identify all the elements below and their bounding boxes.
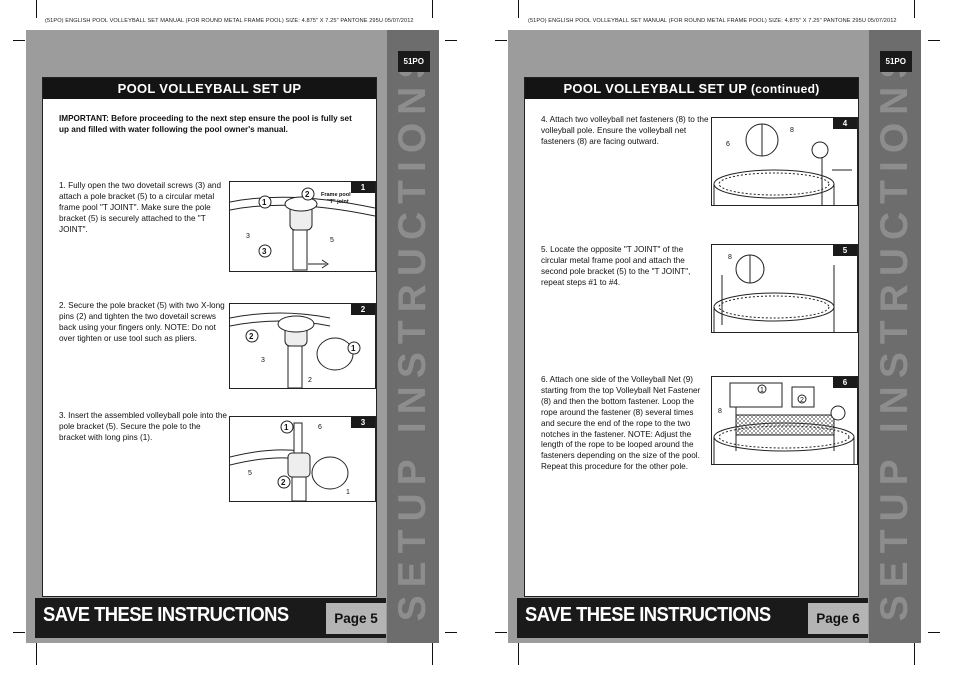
- callout-number: 2: [800, 397, 804, 404]
- sidebar: SETUP INSTRUCTIONS 51PO: [869, 30, 921, 643]
- step-1-text: Fully open the two dovetail screws (3) a…: [59, 181, 222, 234]
- callout-number: 1: [262, 198, 267, 207]
- step-5: 5. Locate the opposite "T JOINT" of the …: [541, 245, 691, 287]
- print-header-left: (51PO) ENGLISH POOL VOLLEYBALL SET MANUA…: [45, 18, 414, 24]
- callout-number: 2: [305, 190, 310, 199]
- figure-2-illustration: 2 1 3 2: [230, 312, 361, 388]
- part-label: 6: [726, 141, 730, 148]
- figure-1: 1 2 3 3 5 Frame pool "T" joint 1: [229, 181, 376, 272]
- part-label: 8: [718, 408, 722, 415]
- callout-number: 1: [284, 423, 289, 432]
- crop-mark: [914, 0, 915, 18]
- step-4-text: Attach two volleyball net fasteners (8) …: [541, 115, 709, 146]
- model-code: 51PO: [397, 51, 430, 72]
- crop-mark: [518, 0, 519, 18]
- crop-mark: [36, 643, 37, 665]
- callout-number: 1: [351, 344, 356, 353]
- crop-mark: [13, 40, 25, 41]
- crop-mark: [928, 632, 940, 633]
- save-instructions: SAVE THESE INSTRUCTIONS: [525, 604, 771, 626]
- figure-number: 3: [351, 417, 375, 428]
- crop-mark: [495, 40, 507, 41]
- figure-1-illustration: 1 2 3 3 5 Frame pool "T" joint: [230, 187, 375, 271]
- step-3: 3. Insert the assembled volleyball pole …: [59, 411, 227, 442]
- step-5-text: Locate the opposite "T JOINT" of the cir…: [541, 245, 691, 287]
- figure-4: 8 6 4: [711, 117, 858, 206]
- print-header-right: (51PO) ENGLISH POOL VOLLEYBALL SET MANUA…: [528, 18, 897, 24]
- save-instructions: SAVE THESE INSTRUCTIONS: [43, 604, 289, 626]
- part-label: 5: [248, 470, 252, 477]
- figure-6: 1 2 8 6: [711, 376, 858, 465]
- important-note: IMPORTANT: Before proceeding to the next…: [59, 114, 352, 135]
- model-code: 51PO: [879, 51, 912, 72]
- t-joint-label: "T" joint: [327, 199, 349, 205]
- callout-number: 2: [249, 332, 254, 341]
- footer-bar: SAVE THESE INSTRUCTIONS Page 5: [35, 598, 386, 638]
- figure-4-illustration: 8 6: [713, 123, 852, 205]
- crop-mark: [36, 0, 37, 18]
- part-label: 1: [346, 489, 350, 496]
- figure-number: 1: [351, 182, 375, 193]
- figure-number: 5: [833, 245, 857, 256]
- sidebar: SETUP INSTRUCTIONS 51PO: [387, 30, 439, 643]
- figure-number: 4: [833, 118, 857, 129]
- crop-mark: [914, 643, 915, 665]
- part-label: 3: [261, 357, 265, 364]
- crop-mark: [445, 632, 457, 633]
- step-1: 1. Fully open the two dovetail screws (3…: [59, 181, 222, 234]
- step-6-text: Attach one side of the Volleyball Net (9…: [541, 375, 701, 472]
- figure-5: 8 5: [711, 244, 858, 333]
- frame-pool-label: Frame pool: [321, 192, 351, 198]
- figure-number: 6: [833, 377, 857, 388]
- figure-2: 2 1 3 2 2: [229, 303, 376, 389]
- crop-mark: [495, 632, 507, 633]
- footer-bar: SAVE THESE INSTRUCTIONS Page 6: [517, 598, 868, 638]
- part-label: 5: [330, 237, 334, 244]
- part-label: 2: [308, 377, 312, 384]
- crop-mark: [432, 0, 433, 18]
- part-label: 8: [728, 254, 732, 261]
- crop-mark: [432, 643, 433, 665]
- step-4: 4. Attach two volleyball net fasteners (…: [541, 115, 709, 146]
- figure-3-illustration: 1 6 5 2 1: [230, 420, 350, 501]
- page-title: POOL VOLLEYBALL SET UP: [43, 78, 376, 99]
- part-label: 3: [246, 233, 250, 240]
- page-5: SETUP INSTRUCTIONS 51PO POOL VOLLEYBALL …: [26, 30, 439, 643]
- step-6: 6. Attach one side of the Volleyball Net…: [541, 375, 701, 472]
- part-label: 6: [318, 424, 322, 431]
- figure-number: 2: [351, 304, 375, 315]
- content-panel: POOL VOLLEYBALL SET UP IMPORTANT: Before…: [42, 77, 377, 597]
- crop-mark: [928, 40, 940, 41]
- page-number: Page 6: [808, 603, 868, 634]
- part-label: 8: [790, 127, 794, 134]
- crop-mark: [445, 40, 457, 41]
- page-6: SETUP INSTRUCTIONS 51PO POOL VOLLEYBALL …: [508, 30, 921, 643]
- sidebar-text: SETUP INSTRUCTIONS: [391, 44, 434, 622]
- crop-mark: [518, 643, 519, 665]
- figure-5-illustration: 8: [713, 254, 835, 332]
- page-number: Page 5: [326, 603, 386, 634]
- figure-3: 1 6 5 2 1 3: [229, 416, 376, 502]
- content-panel: POOL VOLLEYBALL SET UP (continued) 4. At…: [524, 77, 859, 597]
- callout-number: 1: [760, 387, 764, 394]
- step-2: 2. Secure the pole bracket (5) with two …: [59, 301, 225, 343]
- step-2-text: Secure the pole bracket (5) with two X-l…: [59, 301, 225, 343]
- sidebar-text: SETUP INSTRUCTIONS: [873, 44, 916, 622]
- crop-mark: [13, 632, 25, 633]
- callout-number: 3: [262, 247, 267, 256]
- step-3-text: Insert the assembled volleyball pole int…: [59, 411, 227, 442]
- callout-number: 2: [281, 478, 286, 487]
- figure-6-illustration: 1 2 8: [713, 382, 855, 464]
- page-title: POOL VOLLEYBALL SET UP (continued): [525, 78, 858, 99]
